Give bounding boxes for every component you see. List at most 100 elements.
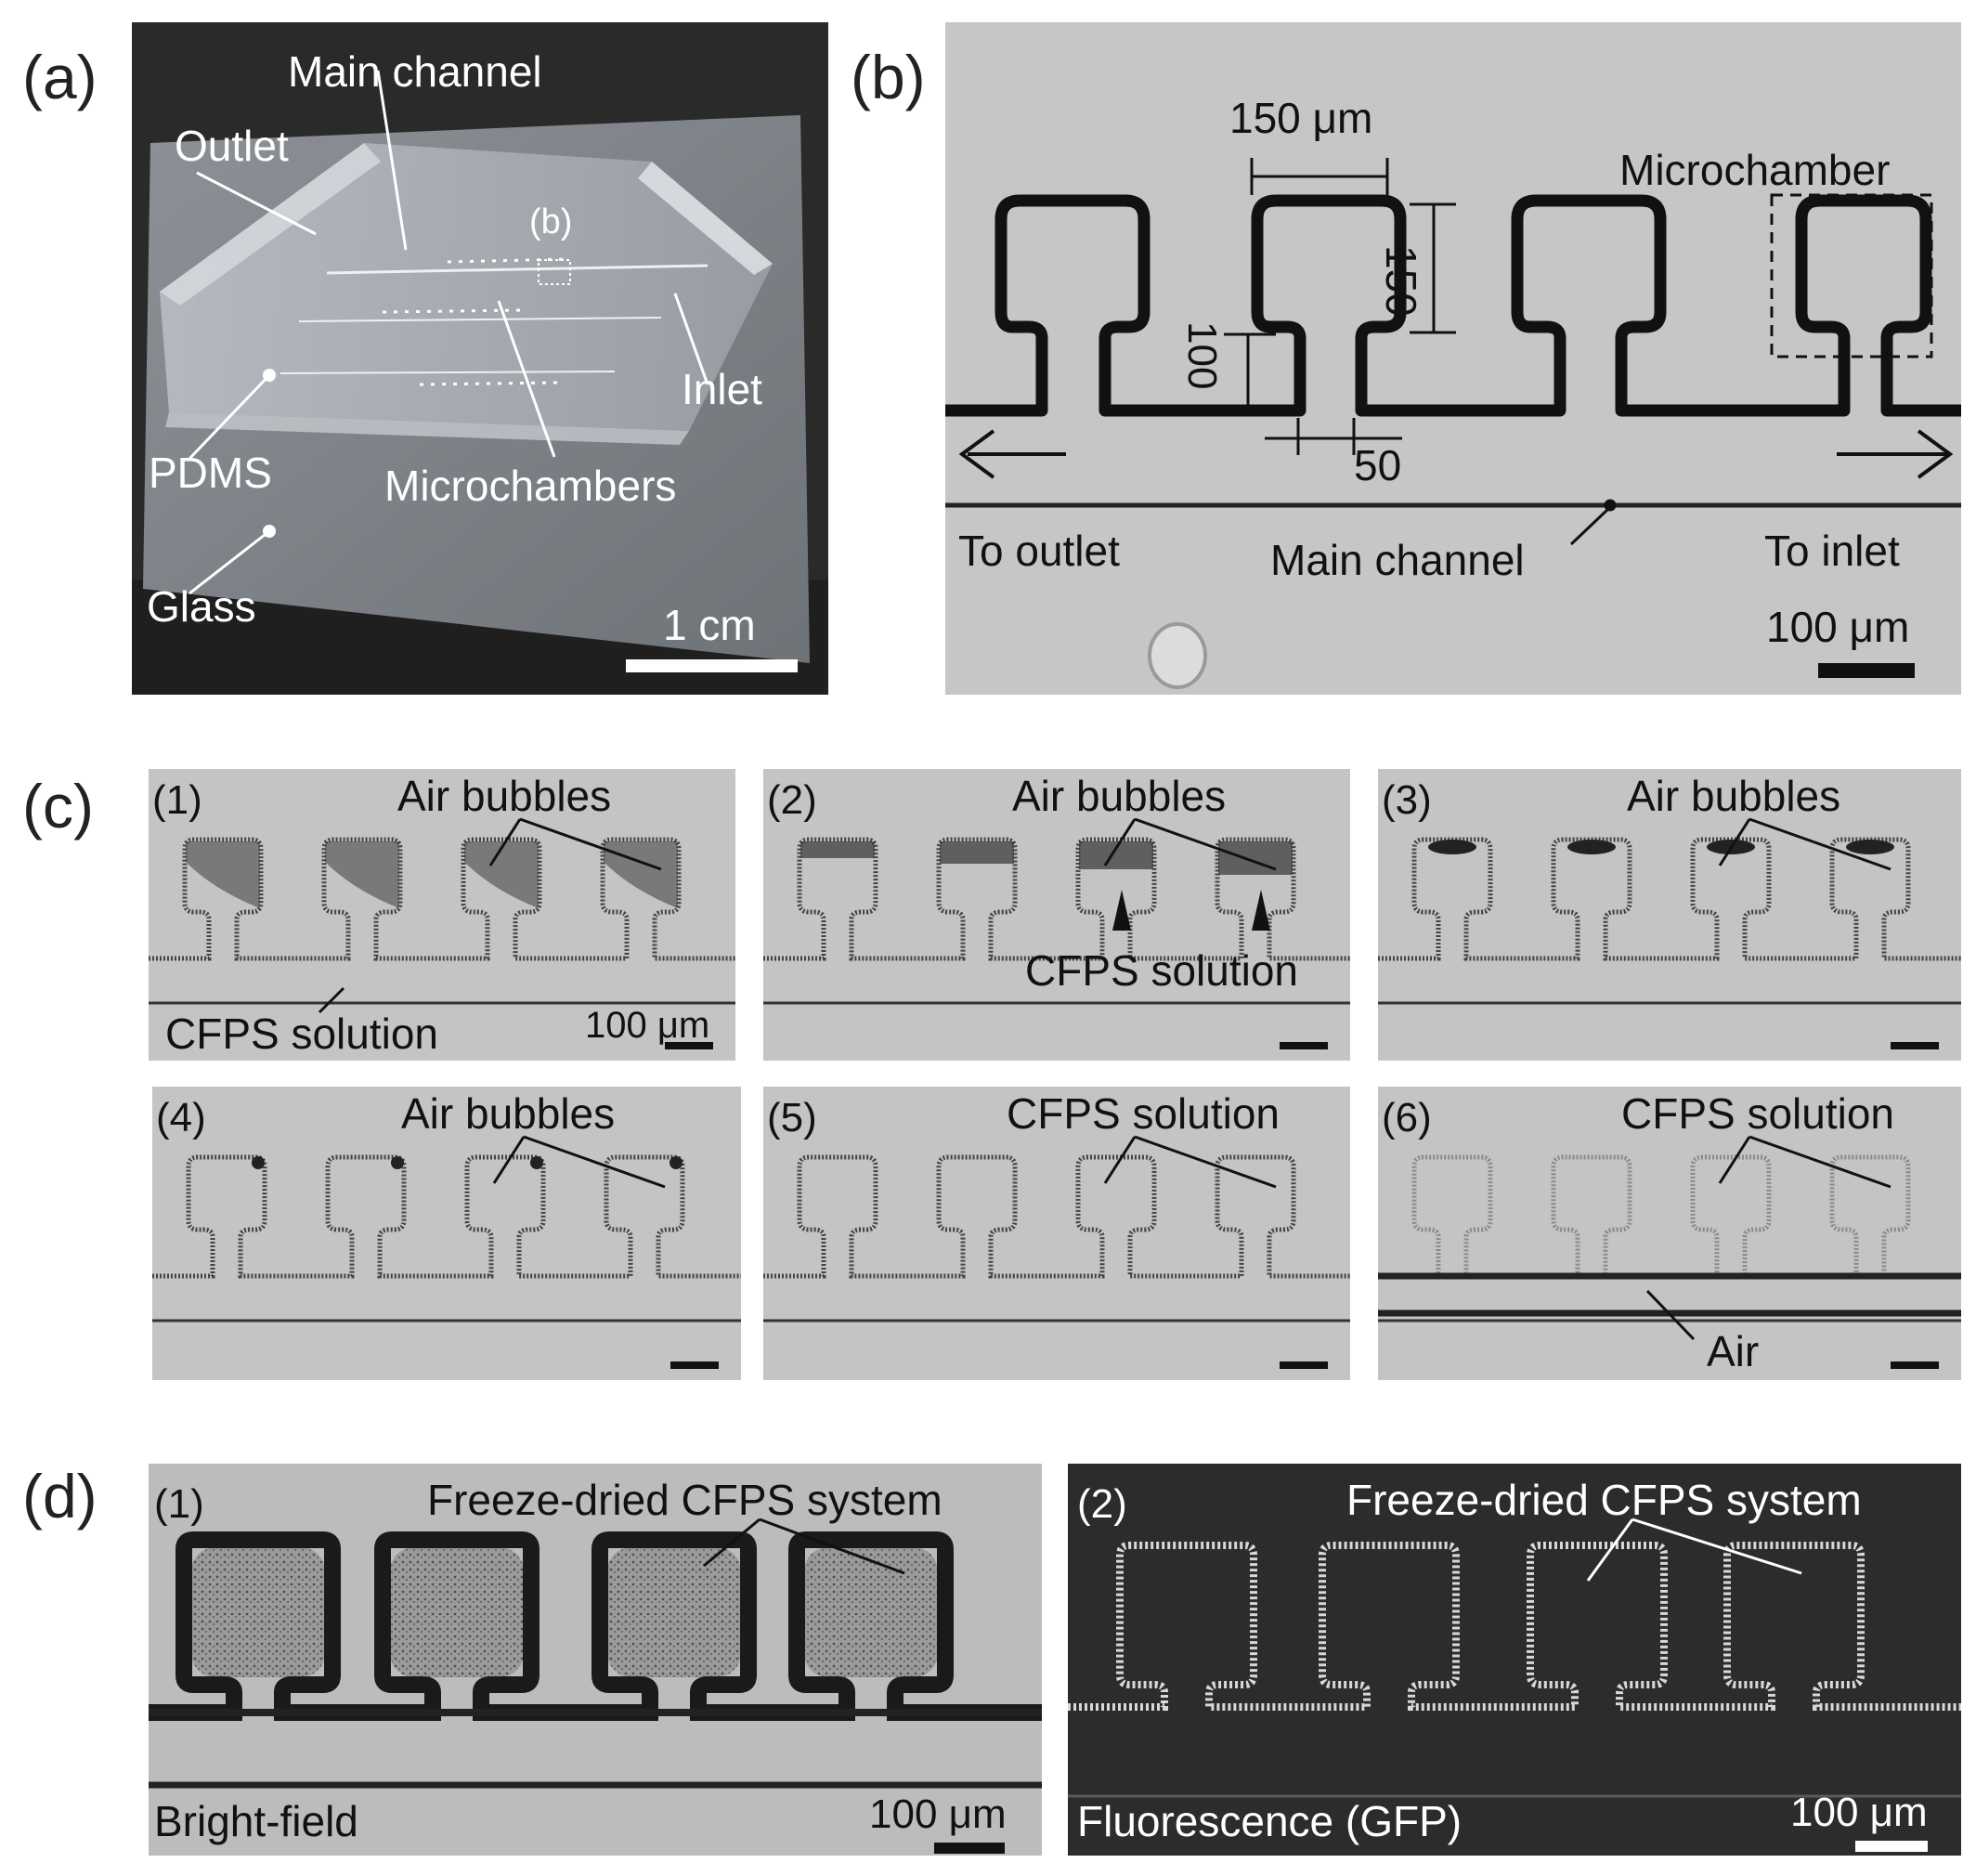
device-photo: Main channel Outlet (b) Inlet PDMS Micro… bbox=[132, 22, 828, 695]
fluorescence-chamber-walls bbox=[1068, 1542, 1961, 1711]
step-1-air-bubble bbox=[325, 841, 399, 908]
step-2-caption: Air bubbles bbox=[1012, 772, 1227, 820]
label-pdms: PDMS bbox=[149, 449, 272, 497]
d1-pointer-b bbox=[759, 1518, 905, 1575]
freeze-dried-deposit bbox=[390, 1547, 524, 1677]
scale-bar-100um bbox=[1818, 663, 1915, 678]
label-glass: Glass bbox=[147, 582, 256, 631]
step-1-solution-label: CFPS solution bbox=[165, 1010, 439, 1058]
d2-number: (2) bbox=[1077, 1481, 1127, 1527]
d1-scale-bar bbox=[934, 1843, 1005, 1854]
step-5-number: (5) bbox=[767, 1095, 817, 1140]
label-to-inlet: To inlet bbox=[1764, 527, 1900, 575]
panel-label-d: (d) bbox=[22, 1462, 98, 1531]
step-1-number: (1) bbox=[152, 777, 202, 823]
d2-scale-label: 100 μm bbox=[1790, 1790, 1928, 1835]
step-3-air-bubble bbox=[1428, 840, 1476, 854]
step-1-scale-label: 100 μm bbox=[585, 1005, 710, 1046]
d2-caption: Freeze-dried CFPS system bbox=[1346, 1476, 1862, 1524]
step-2-solution-label: CFPS solution bbox=[1025, 946, 1299, 995]
panel-label-a: (a) bbox=[22, 43, 98, 111]
d1-mode: Bright-field bbox=[154, 1797, 358, 1845]
dim-height-label: 150 bbox=[1377, 245, 1425, 317]
microchamber-highlight-box bbox=[1770, 193, 1933, 358]
d2-scale-bar bbox=[1855, 1841, 1928, 1852]
step-3-air-bubble bbox=[1567, 840, 1616, 854]
step-3-chambers bbox=[1378, 837, 1961, 961]
panel-label-b: (b) bbox=[851, 43, 926, 111]
d1-number: (1) bbox=[154, 1481, 204, 1527]
dim-neck-width-label: 50 bbox=[1354, 441, 1402, 489]
label-inset-b: (b) bbox=[529, 202, 573, 241]
panel-label-c: (c) bbox=[22, 772, 94, 840]
step-5-caption: CFPS solution bbox=[1007, 1089, 1280, 1138]
glass-pointer bbox=[188, 529, 270, 595]
filling-step-5: (5) CFPS solution bbox=[763, 1087, 1350, 1380]
label-inlet: Inlet bbox=[682, 365, 762, 413]
label-scale-1cm: 1 cm bbox=[663, 601, 756, 649]
pdms-pointer bbox=[186, 373, 271, 462]
step-4-air-bubble bbox=[670, 1156, 682, 1169]
step-1-scale-bar bbox=[665, 1042, 713, 1049]
step-2-chambers bbox=[763, 837, 1350, 961]
channel-wall bbox=[945, 194, 1961, 417]
filling-step-4: (4) Air bubbles bbox=[152, 1087, 741, 1380]
step-2-air-bubble bbox=[1218, 841, 1293, 875]
step-4-chambers bbox=[152, 1154, 741, 1279]
step-6-scale-bar bbox=[1891, 1361, 1939, 1369]
inlet-pointer bbox=[673, 293, 709, 385]
pdms-block bbox=[160, 143, 773, 431]
label-to-outlet: To outlet bbox=[958, 527, 1120, 575]
step-5-scale-bar bbox=[1280, 1361, 1328, 1369]
step-2-scale-bar bbox=[1280, 1042, 1328, 1049]
step-1-air-bubble bbox=[186, 841, 260, 908]
step-6-number: (6) bbox=[1382, 1095, 1432, 1140]
step-2-air-bubble bbox=[940, 841, 1014, 864]
step-4-air-bubble bbox=[391, 1156, 404, 1169]
label-microchamber: Microchamber bbox=[1619, 146, 1891, 194]
d1-pointer-a bbox=[703, 1518, 760, 1568]
step-3-air-bubble bbox=[1846, 840, 1894, 854]
label-main-channel: Main channel bbox=[288, 47, 542, 96]
step-6-caption: CFPS solution bbox=[1621, 1089, 1895, 1138]
filling-step-6-drawing bbox=[1378, 1087, 1961, 1380]
step-1-caption: Air bubbles bbox=[397, 772, 612, 820]
step-4-scale-bar bbox=[670, 1361, 719, 1369]
d2-pointer-b bbox=[1632, 1518, 1802, 1575]
step-4-number: (4) bbox=[156, 1095, 206, 1140]
dim-neck-height-label: 100 bbox=[1179, 321, 1225, 390]
outlet-pointer bbox=[196, 171, 317, 236]
d2-mode: Fluorescence (GFP) bbox=[1077, 1797, 1462, 1845]
step-6-air-label: Air bbox=[1707, 1327, 1760, 1375]
filling-step-4-drawing bbox=[152, 1087, 741, 1380]
d1-scale-label: 100 μm bbox=[869, 1791, 1007, 1837]
step-1-chambers bbox=[149, 837, 735, 961]
step-1-air-bubble bbox=[464, 841, 539, 908]
step-4-caption: Air bubbles bbox=[401, 1089, 616, 1138]
freeze-dried-deposit bbox=[804, 1547, 938, 1677]
fluorescence-drawing bbox=[1068, 1464, 1961, 1856]
brightfield-drawing bbox=[149, 1464, 1042, 1856]
d1-caption: Freeze-dried CFPS system bbox=[427, 1476, 942, 1524]
device-photo-drawing bbox=[132, 22, 828, 695]
label-main-channel-b: Main channel bbox=[1270, 536, 1525, 584]
filling-step-3: (3) Air bubbles bbox=[1378, 769, 1961, 1061]
filling-step-5-drawing bbox=[763, 1087, 1350, 1380]
step-3-caption: Air bubbles bbox=[1627, 772, 1841, 820]
dim-width-label: 150 μm bbox=[1229, 94, 1373, 142]
step-2-number: (2) bbox=[767, 777, 817, 823]
filling-step-1-drawing bbox=[149, 769, 735, 1061]
label-outlet: Outlet bbox=[175, 122, 289, 170]
filling-step-2-drawing bbox=[763, 769, 1350, 1061]
microchamber-drawing bbox=[945, 22, 1961, 695]
step-4-air-bubble bbox=[252, 1156, 265, 1169]
scale-bar-1cm bbox=[626, 659, 798, 672]
step-2-air-bubble bbox=[800, 841, 875, 858]
microchamber-micrograph: 150 μm 150 100 50 Microchamber To outlet… bbox=[945, 22, 1961, 695]
step-3-number: (3) bbox=[1382, 777, 1432, 823]
step-5-chambers bbox=[763, 1154, 1350, 1279]
filling-step-3-drawing bbox=[1378, 769, 1961, 1061]
fluorescence-micrograph: (2) Freeze-dried CFPS system Fluorescenc… bbox=[1068, 1464, 1961, 1856]
